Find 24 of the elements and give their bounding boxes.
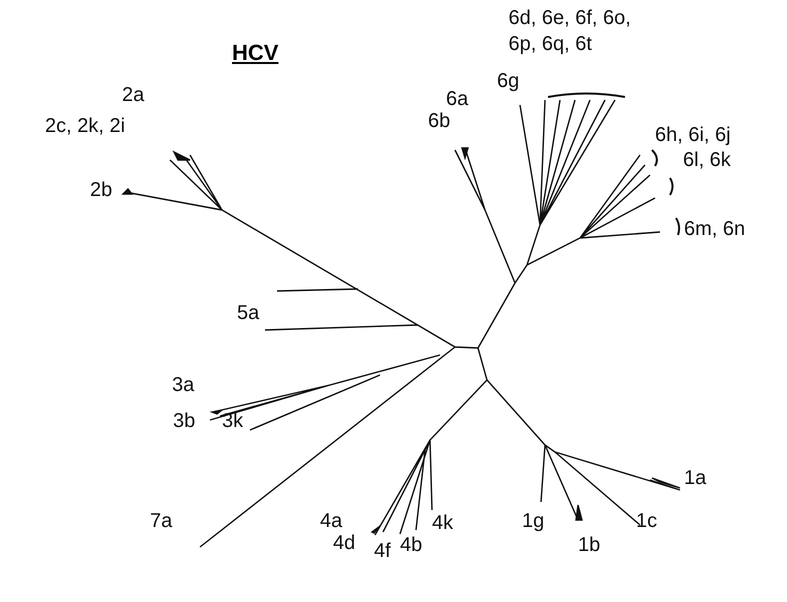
genotype-label: 4f — [374, 539, 391, 564]
genotype-label: 6m, 6n — [684, 217, 746, 242]
title: HCV — [232, 40, 278, 66]
genotype-label: 4a — [320, 509, 342, 534]
genotype-label: 2c, 2k, 2i — [45, 114, 126, 139]
genotype-label: 1g — [522, 509, 544, 534]
genotype-label: 6h, 6i, 6j — [655, 123, 731, 148]
genotype-label: 4k — [432, 511, 454, 536]
genotype-label: 6b — [428, 109, 450, 134]
genotype-label: 6l, 6k — [683, 148, 731, 173]
genotype-label: 7a — [150, 509, 172, 534]
genotype-label: 4d — [333, 531, 356, 556]
genotype-label: 2b — [90, 178, 112, 203]
genotype-label: 1b — [578, 533, 600, 558]
genotype-label: 6a — [446, 87, 468, 112]
genotype-label: 4b — [400, 533, 422, 558]
genotype-label: 2a — [122, 83, 144, 108]
genotype-label: 6g — [497, 69, 520, 94]
genotype-label: 3b — [173, 409, 196, 434]
genotype-label: 1c — [636, 509, 658, 534]
genotype-label: 5a — [237, 301, 260, 326]
genotype-label: 1a — [684, 466, 706, 491]
genotype-label: 3a — [172, 373, 194, 398]
genotype-label: 6d, 6e, 6f, 6o, 6p, 6q, 6t — [508, 6, 632, 57]
